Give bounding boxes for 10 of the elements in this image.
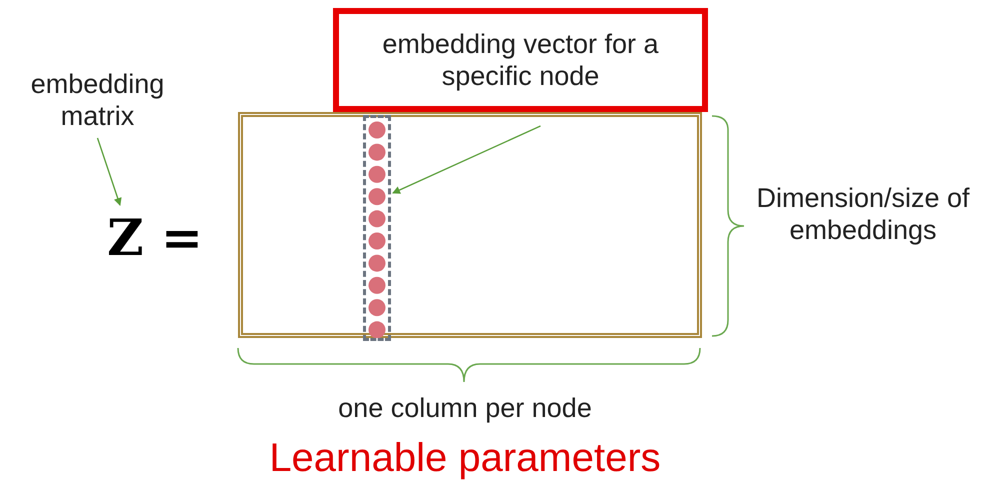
callout-text: embedding vector for a specific node	[381, 28, 660, 92]
leader-arrow	[392, 125, 541, 194]
annotation-text: one column per node	[337, 392, 593, 424]
annotation-text: embedding matrix	[30, 68, 166, 132]
leader-arrow	[96, 138, 122, 206]
annotation-text: Dimension/size of embeddings	[755, 182, 971, 246]
column-vector	[363, 115, 391, 341]
caption-text: Learnable parameters	[268, 436, 662, 481]
math-symbol: Z =	[107, 208, 203, 268]
callout-box	[333, 8, 708, 112]
